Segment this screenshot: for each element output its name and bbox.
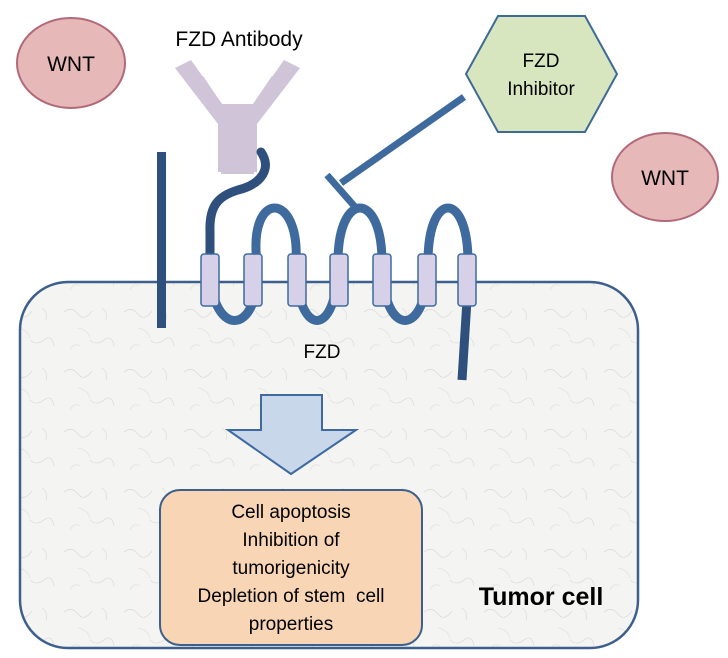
tumor-cell-label: Tumor cell (479, 583, 604, 611)
effects-list: Cell apoptosis Inhibition of tumorigenic… (198, 502, 385, 635)
effect-item: properties (249, 614, 334, 635)
down-arrow (224, 394, 360, 476)
antibody-icon (175, 60, 300, 174)
wnt-left-label: WNT (47, 53, 95, 76)
fzd-inhibitor: FZD Inhibitor (464, 15, 619, 133)
wnt-ligand-right: WNT (611, 132, 719, 222)
effect-item: Cell apoptosis (231, 502, 350, 523)
wnt-right-label: WNT (641, 167, 689, 190)
fzd-c-terminus (457, 299, 472, 381)
effect-item: Inhibition of (242, 530, 340, 551)
inhibition-symbol (324, 94, 467, 211)
effects-box (159, 489, 423, 646)
fzd-n-terminus (205, 147, 270, 267)
wnt-ligand-left: WNT (16, 17, 126, 109)
fzd-antibody-label: FZD Antibody (175, 28, 303, 51)
co-receptor-left (157, 152, 166, 328)
effect-item: Depletion of stem cell (198, 586, 385, 607)
fzd-transmembrane-helices (200, 253, 477, 307)
effect-item: tumorigenicity (232, 558, 350, 579)
fzd-inhibitor-label-line2: Inhibitor (507, 79, 575, 100)
fzd-receptor-label: FZD (304, 342, 341, 363)
fzd-inhibitor-label-line1: FZD (523, 51, 560, 72)
